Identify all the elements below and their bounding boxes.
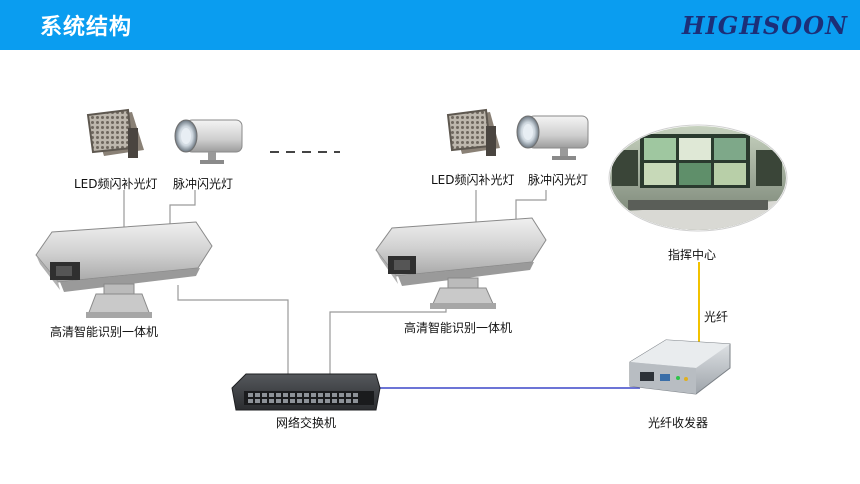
cable-pulse-right	[515, 190, 547, 225]
command-center-label: 指挥中心	[668, 248, 717, 262]
cable-camera-left-switch	[177, 285, 289, 378]
led-light-left-label: LED频闪补光灯	[74, 177, 158, 191]
fiber-transceiver-label: 光纤收发器	[648, 416, 709, 430]
pulse-light-left-label: 脉冲闪光灯	[173, 177, 234, 191]
page-title: 系统结构	[40, 15, 133, 40]
brand-logo: HIGHSOON	[681, 11, 848, 40]
cable-lines	[123, 190, 700, 389]
pulse-light-right	[516, 115, 589, 160]
led-light-right	[446, 108, 500, 156]
camera-left-label: 高清智能识别一体机	[50, 325, 159, 339]
camera-right-label: 高清智能识别一体机	[404, 321, 513, 335]
fiber-label: 光纤	[704, 310, 729, 324]
command-center-image	[608, 124, 788, 232]
pulse-light-left	[174, 119, 243, 164]
fiber-transceiver-device	[629, 339, 731, 395]
header-bar: 系统结构 HIGHSOON	[0, 0, 860, 50]
cable-pulse-left	[169, 190, 196, 230]
network-switch-label: 网络交换机	[276, 416, 337, 430]
cable-camera-right-switch	[329, 300, 447, 378]
network-switch-device	[231, 373, 381, 411]
led-light-left	[86, 108, 144, 158]
camera-left	[35, 221, 213, 318]
pulse-light-right-label: 脉冲闪光灯	[528, 173, 589, 187]
camera-right	[375, 217, 547, 309]
led-light-right-label: LED频闪补光灯	[431, 173, 515, 187]
